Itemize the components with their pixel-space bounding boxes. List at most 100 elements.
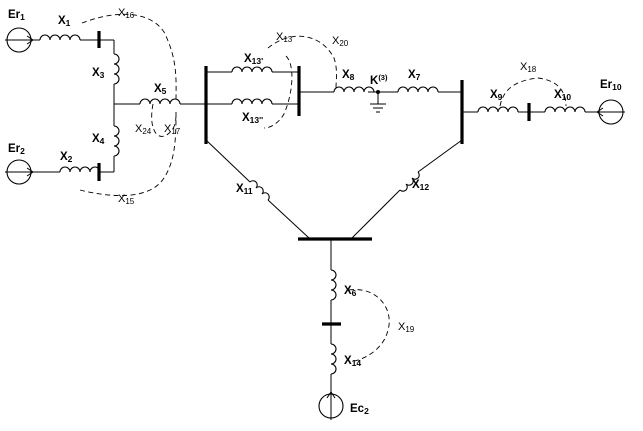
label-x24-main: X: [135, 123, 143, 135]
label-er1-main: Er: [8, 9, 21, 21]
label-x7-sub: 7: [416, 72, 421, 82]
label-x4: X4: [92, 133, 105, 146]
label-ec2-main: Ec: [350, 403, 365, 415]
label-x18-main: X: [520, 61, 528, 73]
label-x2: X2: [60, 151, 73, 164]
x1-coil: [39, 34, 81, 41]
label-x20-sub: 20: [339, 39, 348, 48]
label-er2-sub: 2: [20, 146, 25, 156]
label-x15-sub: 15: [125, 197, 134, 206]
label-x15: X15: [118, 193, 135, 206]
equivalent-x13: [263, 55, 293, 129]
label-x19: X19: [398, 321, 415, 334]
x5-coil: [139, 98, 181, 105]
label-x13a-sub: 13': [252, 56, 263, 66]
label-x16-main: X: [118, 7, 126, 19]
label-x12-main: X: [412, 179, 420, 191]
label-x7-main: X: [408, 69, 416, 81]
x12-coil: [399, 171, 420, 192]
x13a-coil: [231, 66, 273, 73]
label-x3-sub: 3: [100, 70, 105, 80]
label-ec2-sub: 2: [364, 406, 369, 416]
x3-coil: [113, 53, 120, 85]
label-x13-main: X: [276, 31, 284, 43]
label-x19-sub: 19: [405, 325, 414, 334]
label-x13: X13: [276, 31, 293, 44]
label-x19-main: X: [398, 321, 406, 333]
label-x14-sub: 14: [352, 358, 362, 368]
label-x4-sub: 4: [100, 136, 105, 146]
x14-coil: [330, 343, 337, 375]
label-x1-sub: 1: [66, 18, 71, 28]
label-x11-sub: 11: [244, 186, 253, 196]
label-x13b-main: X: [242, 112, 250, 124]
ground-symbol: [370, 92, 386, 113]
label-x4-main: X: [92, 133, 100, 145]
label-x5-main: X: [154, 83, 162, 95]
x10-coil: [544, 106, 586, 113]
label-x11-main: X: [236, 183, 244, 195]
x7-coil: [397, 86, 439, 93]
label-x17-main: X: [164, 123, 172, 135]
label-x8-main: X: [342, 69, 350, 81]
x4-coil: [113, 125, 120, 157]
source-ec2: [318, 391, 344, 420]
x9-coil: [477, 106, 519, 113]
label-x18-sub: 18: [527, 65, 536, 74]
label-x17: X17: [164, 123, 181, 136]
label-x10: X10: [554, 89, 571, 102]
label-x3: X3: [92, 67, 105, 80]
label-x12: X12: [412, 179, 429, 192]
equivalent-x17-x24: [151, 103, 177, 137]
label-x15-main: X: [118, 193, 126, 205]
label-x24: X24: [135, 123, 152, 136]
label-x8: X8: [342, 69, 355, 82]
label-x18: X18: [520, 61, 537, 74]
label-x9-main: X: [490, 89, 498, 101]
label-x16: X16: [118, 7, 135, 20]
label-x13b-sub: 13'': [250, 115, 264, 125]
label-x13b: X13'': [242, 112, 263, 125]
label-x1: X1: [58, 15, 71, 28]
x8-coil: [333, 86, 375, 93]
label-fault: K(3): [370, 73, 388, 87]
source-er10: [596, 99, 625, 125]
label-x20: X20: [332, 35, 349, 48]
label-er10: Er10: [600, 79, 622, 92]
label-x17-sub: 17: [171, 127, 180, 136]
label-x10-main: X: [554, 89, 562, 101]
label-x9: X9: [490, 89, 503, 102]
label-er1-sub: 1: [20, 12, 25, 22]
label-x6-main: X: [344, 285, 352, 297]
label-ec2: Ec2: [350, 403, 369, 416]
label-er10-sub: 10: [612, 82, 622, 92]
equivalent-x19: [348, 289, 390, 363]
label-x8-sub: 8: [350, 72, 355, 82]
label-x11: X11: [236, 183, 253, 196]
label-x9-sub: 9: [498, 92, 503, 102]
label-er2: Er2: [8, 143, 25, 156]
label-er1: Er1: [8, 9, 25, 22]
label-x5-sub: 5: [162, 86, 167, 96]
label-x10-sub: 10: [562, 92, 572, 102]
x11-coil: [249, 180, 270, 201]
label-x24-sub: 24: [142, 127, 151, 136]
label-x14: X14: [344, 355, 361, 368]
label-er10-main: Er: [600, 79, 613, 91]
label-fault-sup: (3): [378, 73, 388, 82]
source-er2: [5, 159, 34, 185]
label-x13-sub: 13: [283, 35, 292, 44]
label-x6: X6: [344, 285, 357, 298]
label-x6-sub: 6: [352, 288, 357, 298]
equivalent-x16: [81, 13, 177, 103]
label-x1-main: X: [58, 15, 66, 27]
label-x12-sub: 12: [420, 182, 430, 192]
label-x7: X7: [408, 69, 421, 82]
equivalent-x18: [499, 77, 567, 107]
x6-coil: [330, 269, 337, 301]
label-x5: X5: [154, 83, 167, 96]
label-fault-main: K: [370, 75, 379, 87]
label-x20-main: X: [332, 35, 340, 47]
